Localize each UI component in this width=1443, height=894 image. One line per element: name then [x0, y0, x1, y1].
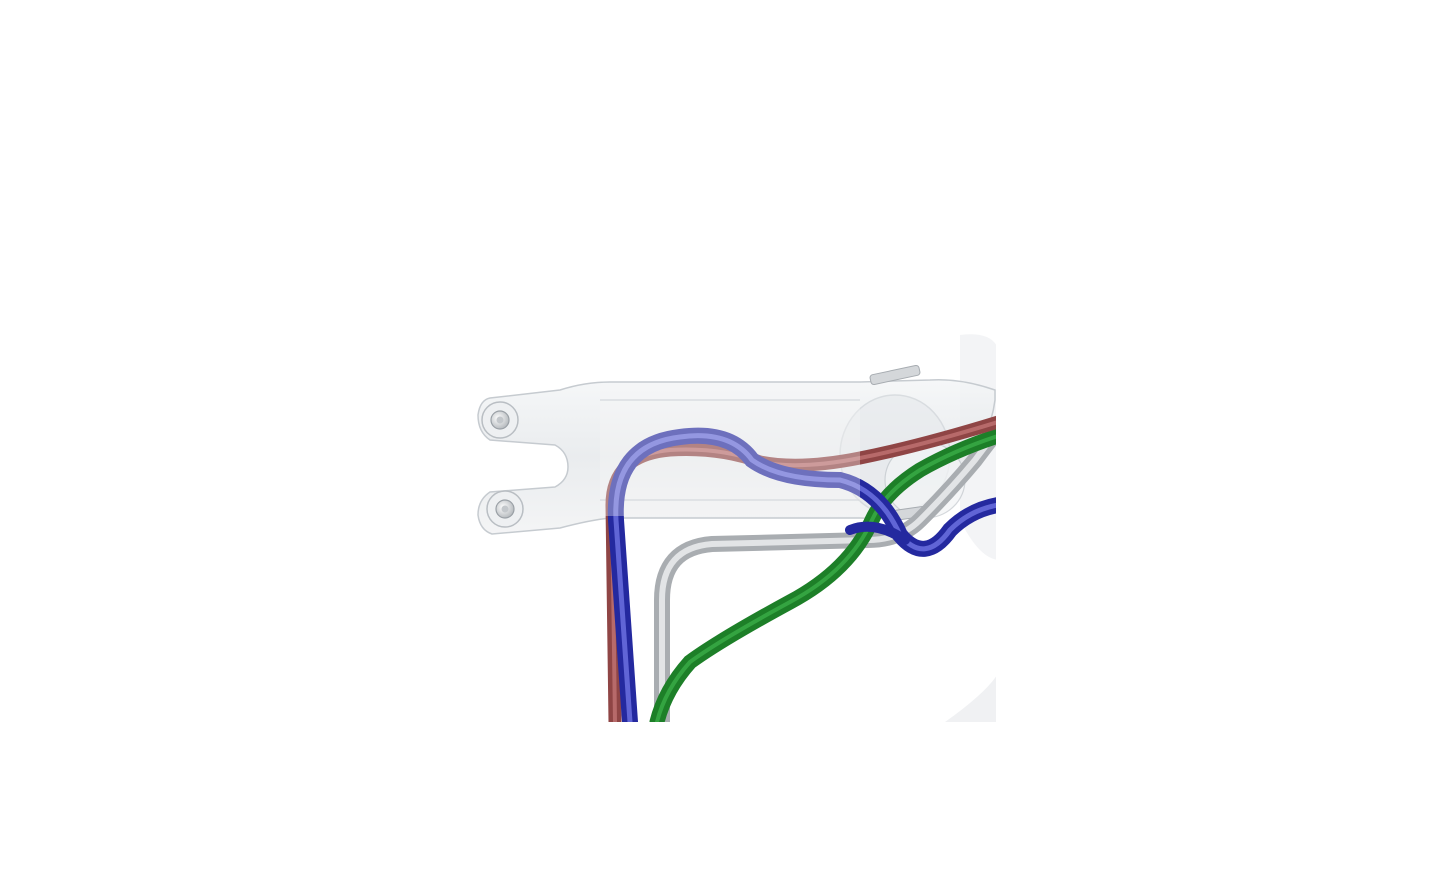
bottom-bolt-icon: [486, 490, 524, 528]
top-bolt-icon: [481, 401, 519, 439]
